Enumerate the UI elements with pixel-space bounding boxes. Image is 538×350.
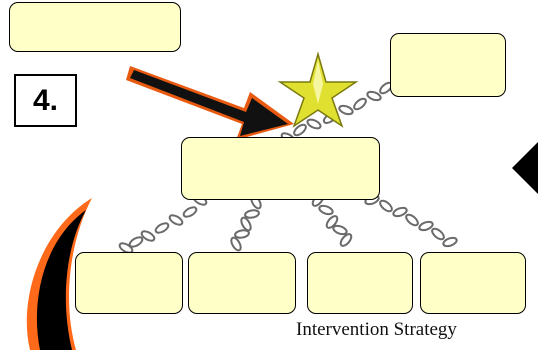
bottom-box-1 bbox=[75, 252, 183, 314]
swoosh-icon bbox=[26, 198, 92, 350]
top-right-box bbox=[390, 33, 506, 97]
bottom-box-3 bbox=[307, 252, 413, 314]
bottom-box-2 bbox=[188, 252, 296, 314]
chain-icon bbox=[117, 192, 209, 256]
chain-icon bbox=[363, 193, 459, 249]
bottom-box-4 bbox=[420, 252, 526, 314]
star-highlight bbox=[313, 60, 323, 104]
step-number-label: 4. bbox=[14, 74, 77, 127]
caption-text: Intervention Strategy bbox=[296, 319, 457, 340]
top-left-box bbox=[9, 2, 181, 52]
center-box bbox=[181, 137, 380, 200]
diamond-icon bbox=[512, 142, 538, 194]
chain-icon bbox=[309, 191, 355, 249]
chain-icon bbox=[228, 193, 264, 253]
arrow-icon bbox=[126, 66, 294, 140]
